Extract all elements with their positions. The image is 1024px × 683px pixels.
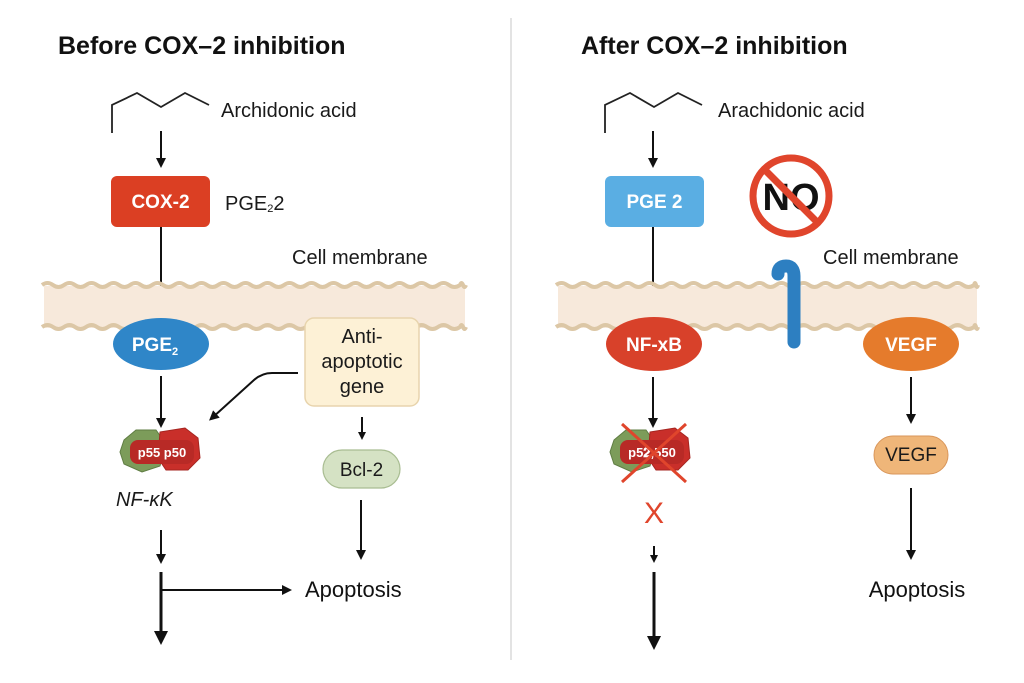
left-cell-membrane	[40, 281, 468, 331]
anti-gene-line-2: apoptotic	[321, 351, 402, 373]
pge2-label: PGE2	[132, 335, 178, 358]
p55-p50-complex: p55 p50	[119, 427, 201, 473]
vegf-label: VEGF	[885, 335, 937, 356]
vegf-small-node: VEGF	[873, 435, 949, 475]
left-panel: Before COX–2 inhibition Archidonic acid …	[40, 32, 468, 645]
right-title: After COX–2 inhibition	[581, 32, 848, 60]
arachidonic-acid-structure-icon	[604, 91, 703, 133]
nfk-label: NF-κK	[116, 489, 174, 511]
right-membrane-label: Cell membrane	[823, 247, 959, 269]
left-membrane-label: Cell membrane	[292, 247, 428, 269]
right-substrate-label: Arachidonic acid	[718, 100, 865, 122]
bcl2-label: Bcl-2	[340, 460, 383, 481]
complex-label: p55 p50	[138, 445, 186, 460]
right-panel: After COX–2 inhibition Arachidonic acid …	[554, 32, 980, 650]
pge2-box-node: PGE 2	[605, 176, 704, 227]
right-outcome-label: Apoptosis	[869, 577, 966, 602]
cox2-node: COX-2	[111, 176, 210, 227]
anti-apoptotic-gene-node: Anti- apoptotic gene	[304, 317, 420, 407]
cross-out-icon	[620, 422, 688, 484]
blocked-complex: p5𝟐,550	[609, 422, 691, 484]
vegf-node: VEGF	[863, 317, 959, 371]
arrow-anti-gene-to-complex	[209, 372, 298, 421]
anti-gene-line-1: Anti-	[341, 326, 382, 348]
membrane-wave-line	[554, 281, 980, 289]
anti-gene-line-3: gene	[340, 376, 385, 398]
nfkb-label: NF-xB	[626, 335, 682, 356]
pge2-node: PGE2	[113, 318, 209, 370]
no-sign-icon: NO	[749, 154, 833, 238]
left-outcome-label: Apoptosis	[305, 577, 402, 602]
blocked-x-mark: X	[644, 497, 664, 530]
left-product-label: PGE22	[225, 193, 285, 215]
nfkb-node: NF-xB	[606, 317, 702, 371]
cox2-label: COX-2	[131, 192, 189, 213]
membrane-receptor-icon	[771, 259, 801, 349]
arachidonic-acid-structure-icon	[111, 91, 210, 133]
pge2-box-label: PGE 2	[627, 192, 683, 213]
left-title: Before COX–2 inhibition	[58, 32, 346, 60]
left-substrate-label: Archidonic acid	[221, 100, 357, 122]
bcl2-node: Bcl-2	[322, 449, 401, 489]
vegf-small-label: VEGF	[885, 445, 937, 466]
membrane-wave-line	[40, 281, 468, 289]
